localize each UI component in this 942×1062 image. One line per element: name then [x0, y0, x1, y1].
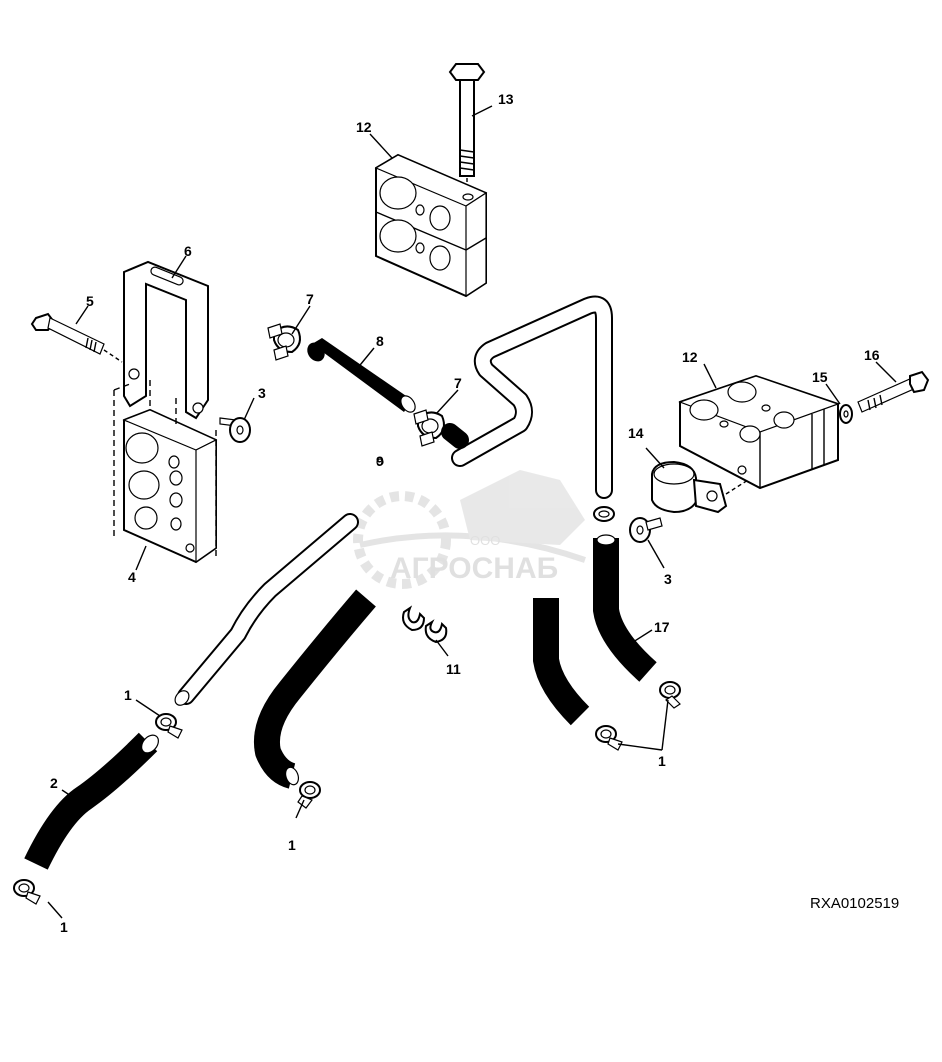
- watermark-company-name: АГРОСНАБ: [390, 552, 558, 585]
- callout-7-left: 7: [306, 291, 314, 307]
- callout-1-center: 1: [288, 837, 296, 853]
- tube-assembly: [174, 295, 613, 706]
- fitting-9: [376, 458, 384, 466]
- callout-8: 8: [376, 333, 384, 349]
- clamp-7-right: [413, 409, 445, 447]
- bolt-16: [857, 370, 930, 413]
- cap-screw-3-left: [219, 417, 251, 443]
- callout-9: 9: [376, 453, 384, 469]
- hose-clamp-tube-top: [593, 506, 615, 522]
- callout-15: 15: [812, 369, 828, 385]
- hose-clamp-1-right-b: [659, 681, 681, 709]
- callout-3-left: 3: [258, 385, 266, 401]
- callout-1-topleft: 1: [124, 687, 132, 703]
- callout-6: 6: [184, 243, 192, 259]
- hose-clamp-1-center: [297, 781, 321, 809]
- callout-labels: 13 12 6 5 7 8 7 3 9 4 12 15 16 14 3 17 1…: [50, 91, 880, 935]
- clamp-block-12-top: [374, 153, 488, 298]
- bolt-13: [448, 63, 486, 192]
- callout-17: 17: [654, 619, 670, 635]
- hose-17: [593, 534, 657, 682]
- callout-1-right: 1: [658, 753, 666, 769]
- callout-12-top: 12: [356, 119, 372, 135]
- leader-lines: [47, 105, 897, 919]
- clamp-14: [651, 460, 749, 514]
- washer-15: [839, 404, 853, 424]
- clips-11: [402, 605, 448, 644]
- bracket-6: [123, 260, 209, 420]
- bolt-5: [30, 312, 123, 363]
- hose-center: [254, 589, 376, 789]
- callout-3-right: 3: [664, 571, 672, 587]
- hose-clamp-1-right-a: [595, 725, 623, 751]
- watermark-company-prefix: ООО: [470, 533, 500, 548]
- callout-14: 14: [628, 425, 644, 441]
- callout-5: 5: [86, 293, 94, 309]
- hose-2: [24, 732, 159, 870]
- callout-16: 16: [864, 347, 880, 363]
- watermark-logo: ООО АГРОСНАБ: [353, 470, 586, 589]
- callout-7-right: 7: [454, 375, 462, 391]
- hose-clamp-1-bottomleft: [13, 879, 41, 905]
- cap-screw-3-right: [629, 517, 663, 543]
- hose-right-lower: [533, 598, 590, 726]
- clamp-block-12-right: [678, 374, 840, 490]
- callout-2: 2: [50, 775, 58, 791]
- document-id: RXA0102519: [810, 895, 899, 912]
- callout-12-right: 12: [682, 349, 698, 365]
- callout-4: 4: [128, 569, 136, 585]
- hose-clamp-1-topleft: [155, 713, 183, 739]
- callout-13: 13: [498, 91, 514, 107]
- callout-11: 11: [446, 661, 461, 677]
- block-4: [113, 380, 218, 564]
- hose-8: [307, 338, 416, 413]
- callout-1-bottomleft: 1: [60, 919, 68, 935]
